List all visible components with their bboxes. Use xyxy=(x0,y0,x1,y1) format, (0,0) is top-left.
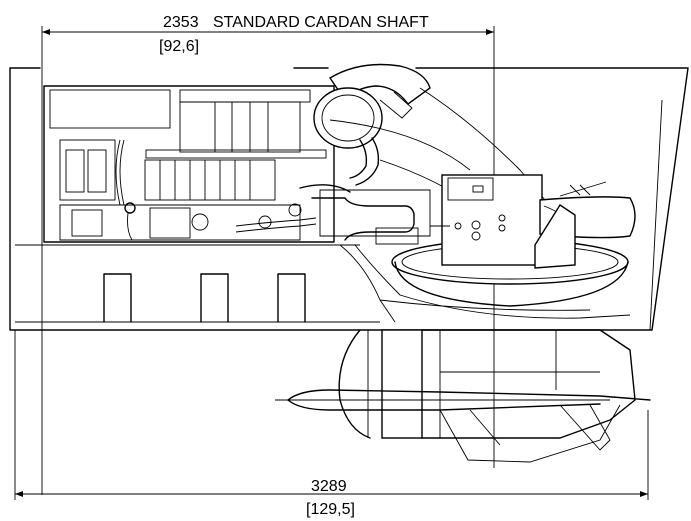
top-dimension-label: STANDARD CARDAN SHAFT xyxy=(213,14,429,31)
exhaust-elbow xyxy=(235,63,431,245)
bottom-dimension-value-in: [129,5] xyxy=(306,501,355,518)
hull-outline xyxy=(9,67,689,331)
top-dimension-value-in: [92,6] xyxy=(159,38,199,55)
transmission xyxy=(329,87,636,307)
drive-leg xyxy=(275,329,651,463)
engine-block xyxy=(43,85,335,243)
bottom-dimension-value-mm: 3289 xyxy=(311,478,347,495)
top-dimension-value-mm: 2353 xyxy=(163,14,199,31)
bottom-dimension: 3289 [129,5] xyxy=(14,330,649,518)
